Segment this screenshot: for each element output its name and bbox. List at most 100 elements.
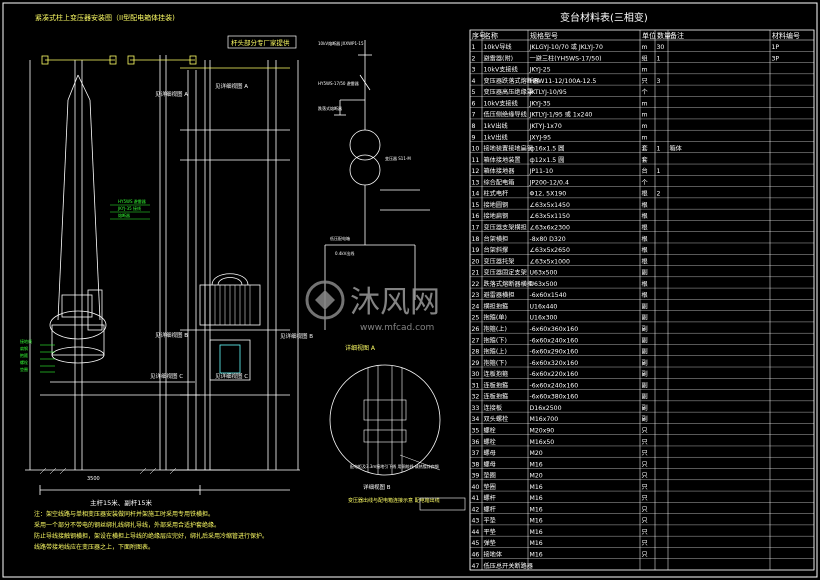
table-header-cell: 规格型号	[530, 31, 558, 40]
table-cell: m	[642, 123, 648, 130]
dim-bottom: 3500	[87, 476, 100, 482]
table-cell: 只	[642, 529, 648, 536]
table-cell: 1	[472, 44, 476, 51]
table-cell: 38	[472, 461, 480, 468]
table-cell: JKTLYJ-1/95 或 1x240	[529, 111, 593, 119]
table-cell: M20	[530, 450, 543, 457]
table-cell: 变压器跌落式熔断器	[484, 77, 540, 85]
table-cell: 10	[472, 146, 480, 153]
table-cell: 9	[472, 134, 476, 141]
svg-text:防止导线接触钢横担，架设在横担上导线的绝缘层应完好，绑扎后采: 防止导线接触钢横担，架设在横担上导线的绝缘层应完好，绑扎后采用冷缩管进行保护。	[34, 532, 268, 540]
table-cell: 1	[657, 146, 661, 153]
svg-text:熔断器: 熔断器	[118, 212, 130, 218]
table-cell: 接地体	[484, 551, 503, 559]
svg-text:跌落式熔断器: 跌落式熔断器	[318, 105, 342, 111]
table-cell: 3	[657, 78, 661, 85]
table-cell: 13	[472, 179, 480, 186]
table-cell: 只	[642, 518, 648, 525]
table-cell: -6x60x1540	[530, 292, 567, 299]
table-cell: 只	[642, 78, 648, 85]
table-cell: 1kV出线	[484, 122, 508, 130]
svg-text:注：架空线路与单相变压器安装做同杆并架施工时采用专用铁横担。: 注：架空线路与单相变压器安装做同杆并架施工时采用专用铁横担。	[34, 510, 214, 518]
table-cell: 组	[642, 54, 648, 62]
table-cell: 27	[472, 337, 480, 344]
table-cell: 副	[642, 381, 648, 389]
detail-b-note1: 配电柜及3.3m接地引下线 用铜绞线 或热镀锌扁钢	[350, 463, 439, 469]
table-cell: 1	[657, 55, 661, 62]
table-cell: ф16x1.5 圆	[530, 146, 565, 153]
table-cell: 抱箍(单)	[484, 314, 507, 322]
svg-text:接地线: 接地线	[20, 338, 32, 344]
watermark-url: www.mfcad.com	[360, 323, 434, 333]
table-header-cell: 数量	[657, 31, 671, 40]
detail-c-box	[419, 497, 466, 511]
table-cell: ∠63x5x2650	[530, 247, 570, 254]
table-cell: m	[642, 134, 648, 141]
table-cell: 只	[642, 473, 648, 480]
table-cell: 2	[472, 55, 476, 62]
table-cell: 31	[472, 382, 480, 389]
table-cell: JP200-12/0.4	[529, 179, 569, 186]
table-cell: 根	[642, 235, 648, 243]
table-cell: 连板抱箍	[484, 370, 509, 378]
table-cell: m	[642, 100, 648, 107]
table-cell: 副	[642, 415, 648, 423]
table-cell: 21	[472, 270, 480, 277]
middle-detail-b: 见详细视图 B	[280, 332, 313, 340]
svg-text:10kV熔断器 JXXWP1-15: 10kV熔断器 JXXWP1-15	[318, 40, 364, 46]
table-cell: 只	[642, 552, 648, 559]
table-cell: 变压器支架横担	[484, 224, 527, 232]
table-cell: M16	[530, 506, 543, 513]
table-cell: 连板抱箍	[484, 393, 509, 401]
table-cell: 只	[642, 540, 648, 547]
table-cell: 变压器高压绝缘罩	[484, 88, 534, 96]
table-cell: 箱体接地器	[484, 167, 516, 175]
table-cell: 台	[642, 167, 648, 175]
table-cell: JKTLYJ-10/95	[529, 89, 567, 96]
table-cell: m	[642, 67, 648, 74]
table-cell: HRW11-12/100A-12.5	[530, 78, 597, 85]
table-cell: 箱体接地装置	[484, 156, 521, 164]
schematic-labels: 10kV熔断器 JXXWP1-15 HY5WS-17/50 避雷器 跌落式熔断器…	[318, 40, 411, 256]
table-cell: 1P	[772, 44, 780, 51]
table-cell: 26	[472, 326, 480, 333]
table-cell: 连接板	[484, 404, 503, 412]
table-cell: 一避三柱(YH5WS-17/50)	[530, 54, 602, 62]
table-cell: 40	[472, 484, 480, 491]
table-cell: 11	[472, 157, 480, 164]
table-cell: 36	[472, 439, 480, 446]
table-cell: 副	[642, 393, 648, 401]
table-cell: 只	[642, 439, 648, 446]
svg-text:HY5WS-17/50 避雷器: HY5WS-17/50 避雷器	[318, 80, 359, 86]
table-cell: 根	[642, 201, 648, 209]
table-cell: 32	[472, 394, 480, 401]
table-cell: 5	[472, 89, 476, 96]
table-cell: JP11-10	[529, 168, 554, 175]
table-cell: ∠63x5x1000	[530, 258, 570, 265]
table-cell: 螺栓	[484, 438, 496, 446]
table-cell: 1	[657, 168, 661, 175]
table-cell: 根	[642, 246, 648, 254]
table-cell: 43	[472, 518, 480, 525]
table-cell: 14	[472, 191, 480, 198]
table-cell: 39	[472, 473, 480, 480]
table-cell: 28	[472, 349, 480, 356]
table-cell: 33	[472, 405, 480, 412]
table-cell: M16	[530, 540, 543, 547]
table-cell: JXYJ-95	[529, 134, 552, 141]
table-cell: 46	[472, 552, 480, 559]
table-cell: 只	[642, 495, 648, 502]
table-cell: 19	[472, 247, 480, 254]
table-cell: 47	[472, 563, 480, 570]
svg-text:低压配电箱: 低压配电箱	[330, 235, 350, 241]
watermark-logo-icon	[305, 280, 345, 320]
table-cell: 台架斜撑	[484, 246, 509, 254]
table-cell: 接地圆钢	[484, 201, 509, 209]
table-cell: -6x60x240x160	[530, 337, 579, 344]
table-cell: 41	[472, 495, 480, 502]
table-cell: 平垫	[484, 528, 497, 536]
table-cell: 副	[642, 302, 648, 310]
table-cell: 根	[642, 291, 648, 299]
svg-text:变压器 S11-M: 变压器 S11-M	[385, 155, 411, 161]
